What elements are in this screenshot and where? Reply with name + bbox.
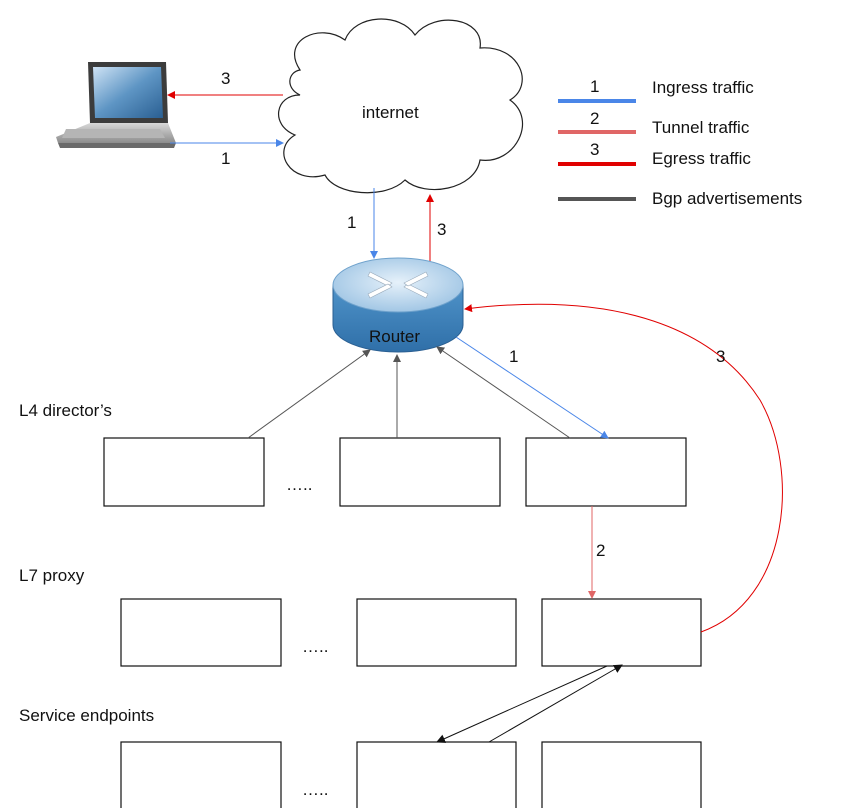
legend-label-tunnel: Tunnel traffic [652,118,750,137]
legend-label-egress: Egress traffic [652,149,751,168]
tier-label-l7: L7 proxy [19,566,85,585]
egress-label-l7-router: 3 [716,347,725,366]
service-endpoint-box [120,741,282,808]
ingress-label-laptop: 1 [221,149,230,168]
legend-label-ingress: Ingress traffic [652,78,754,97]
l7-ellipsis: ….. [302,637,328,656]
laptop-icon [56,62,176,148]
legend-item-ingress: 1 Ingress traffic [558,77,754,103]
service-ellipsis: ….. [302,780,328,799]
cloud-icon [278,18,523,194]
service-endpoint-box [356,741,517,808]
service-response-arrow [488,664,623,743]
tunnel-label: 2 [596,541,605,560]
egress-label-laptop: 3 [221,69,230,88]
l4-director-box [103,437,265,507]
egress-arrow-l7-router [464,303,783,633]
legend-item-bgp: Bgp advertisements [558,189,802,208]
ingress-arrow-router-l4 [455,336,609,439]
l4-ellipsis: ….. [286,475,312,494]
ingress-label-router-l4: 1 [509,347,518,366]
tier-label-l4: L4 director’s [19,401,112,420]
router-label: Router [369,327,420,346]
tier-label-service: Service endpoints [19,706,154,725]
l7-proxy-box [541,598,702,667]
bgp-arrow [436,346,571,439]
router-icon [332,257,464,353]
service-endpoint-box [541,741,702,808]
l4-director-box [339,437,501,507]
internet-label: internet [362,103,419,122]
ingress-label-cloud-router: 1 [347,213,356,232]
service-request-arrow [436,665,608,743]
legend-num-tunnel: 2 [590,109,599,128]
legend-item-tunnel: 2 Tunnel traffic [558,109,750,137]
legend: 1 Ingress traffic 2 Tunnel traffic 3 Egr… [558,77,802,208]
l7-proxy-box [120,598,282,667]
l4-director-box [525,437,687,507]
legend-label-bgp: Bgp advertisements [652,189,802,208]
bgp-arrow [247,349,371,439]
l7-proxy-box [356,598,517,667]
legend-num-ingress: 1 [590,77,599,96]
legend-item-egress: 3 Egress traffic [558,140,751,168]
legend-num-egress: 3 [590,140,599,159]
egress-label-router-cloud: 3 [437,220,446,239]
